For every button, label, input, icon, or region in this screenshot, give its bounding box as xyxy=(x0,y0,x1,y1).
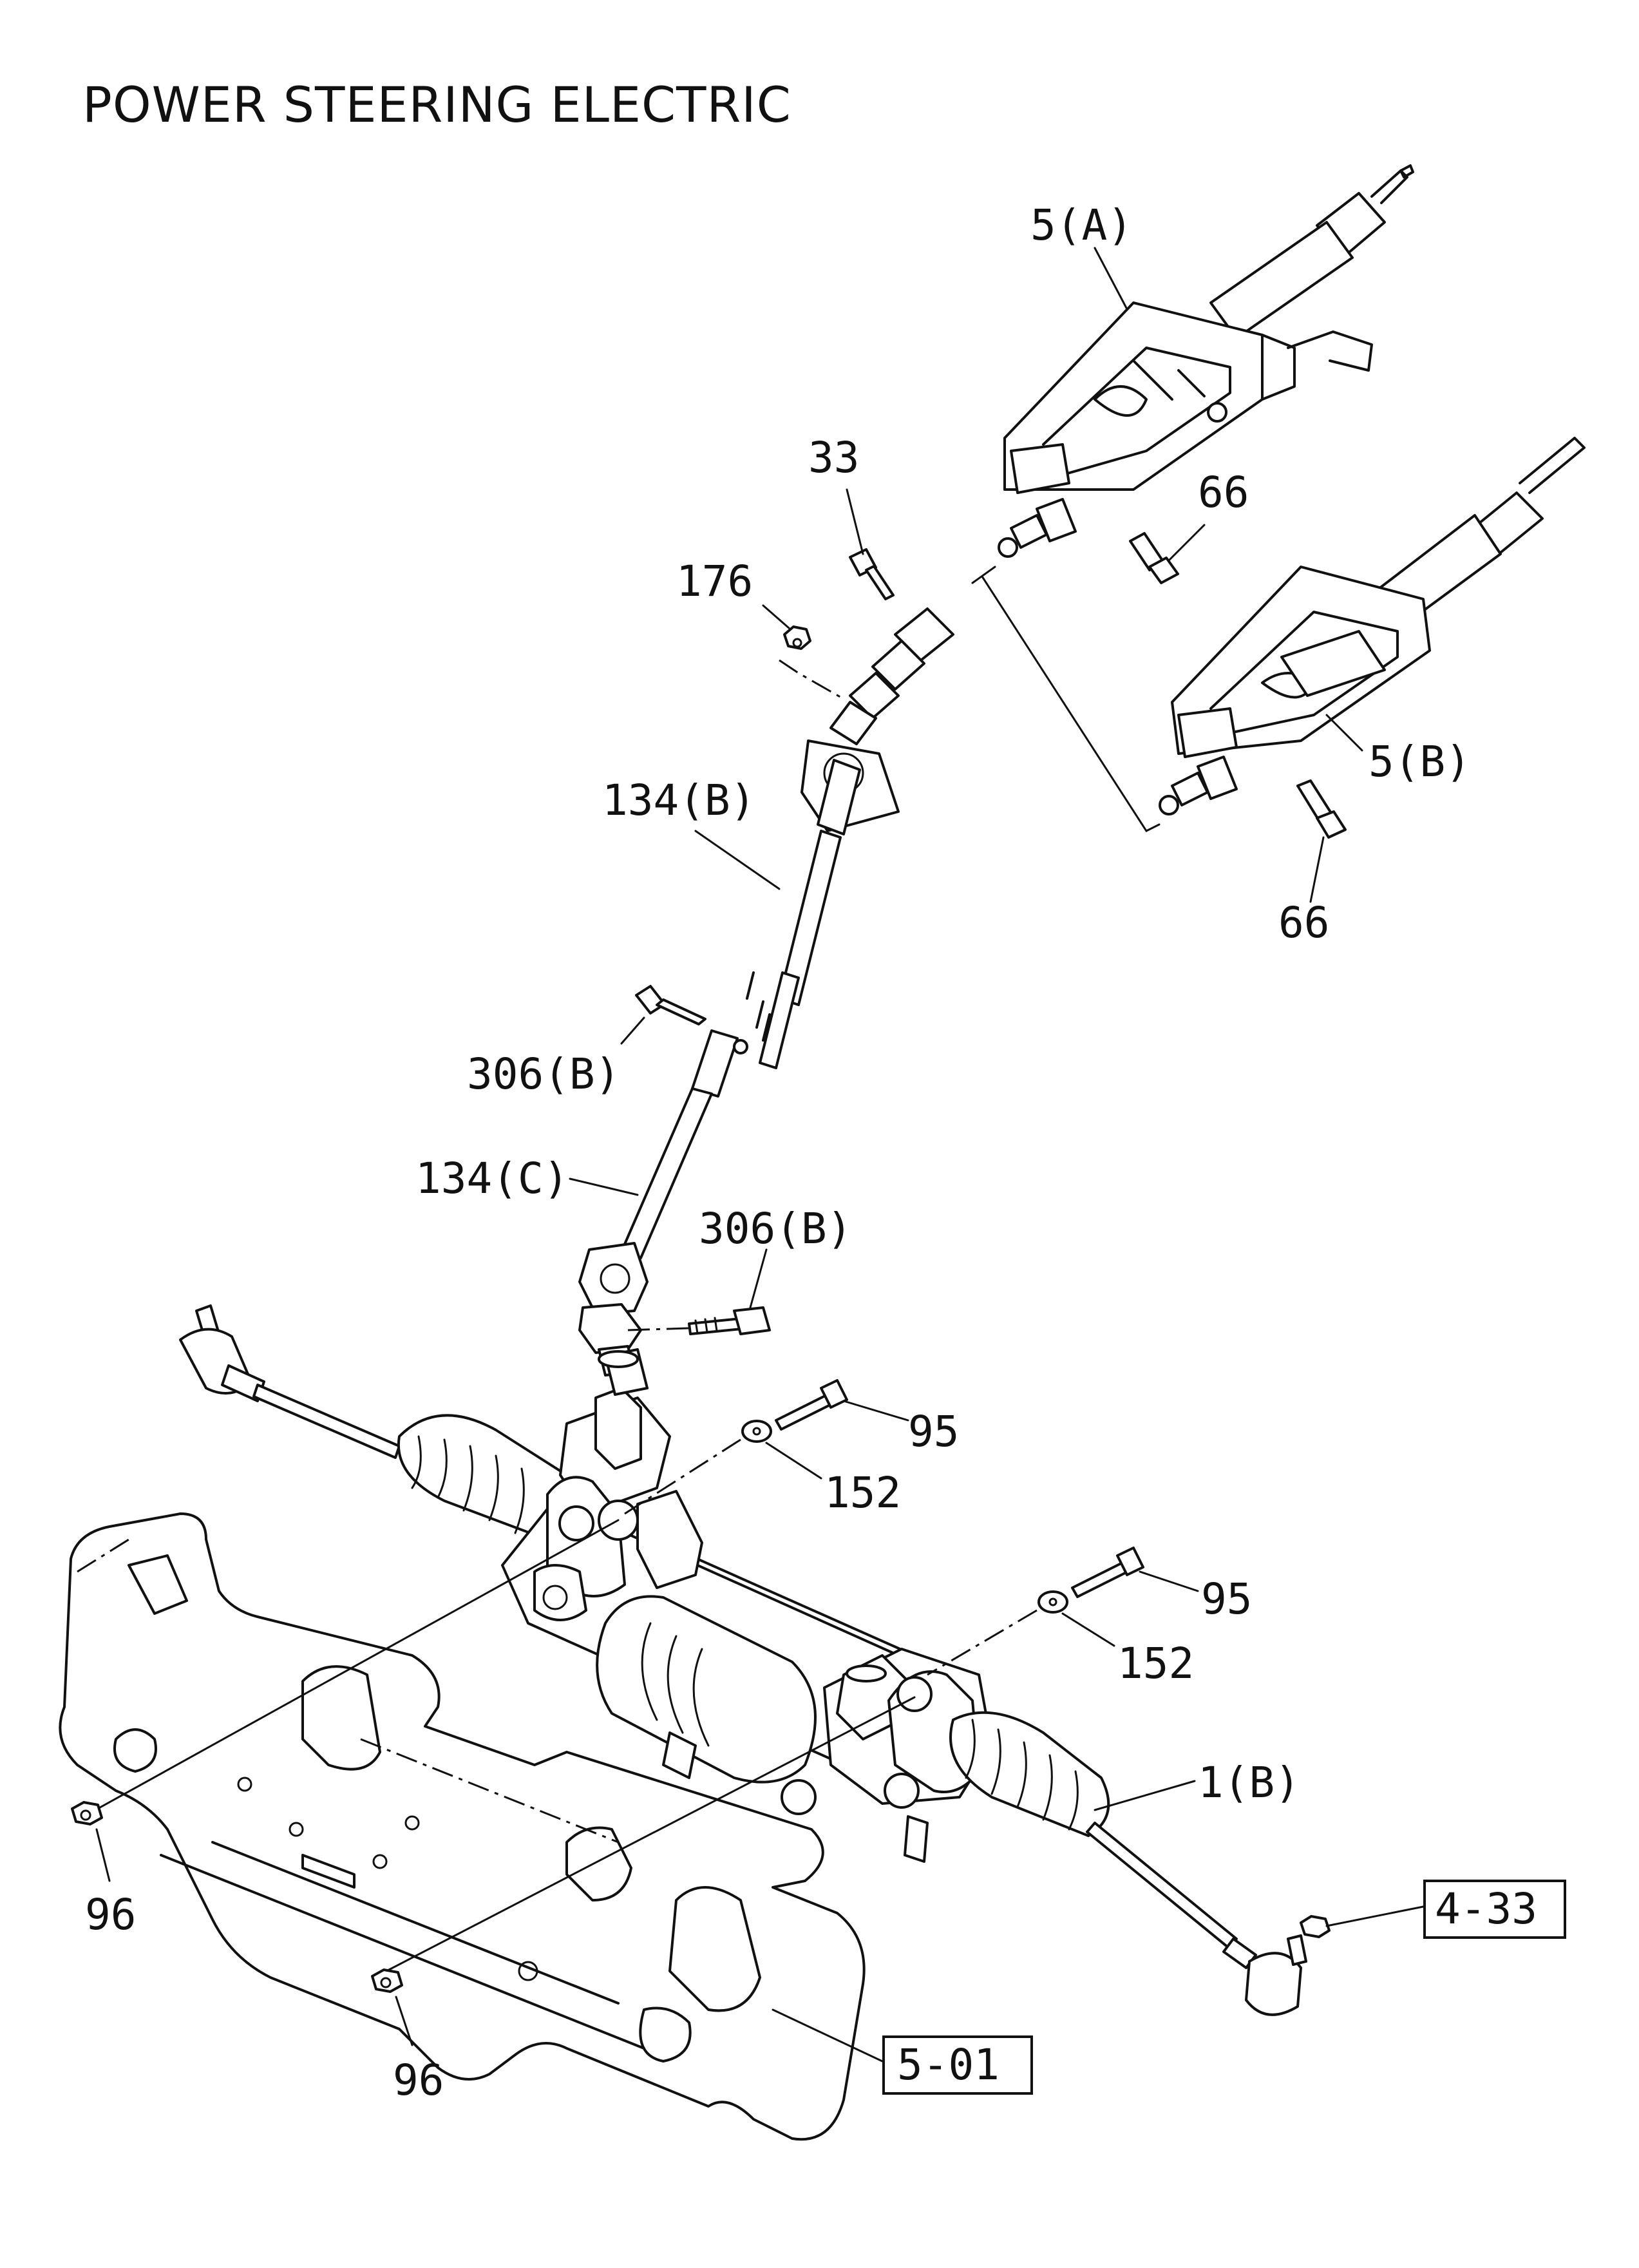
label-95-bottom: 95 xyxy=(1201,1574,1252,1624)
label-96-left: 96 xyxy=(85,1890,136,1939)
label-5b: 5(B) xyxy=(1369,737,1471,786)
page-title: POWER STEERING ELECTRIC xyxy=(82,76,791,133)
label-306b-bottom: 306(B) xyxy=(699,1204,852,1253)
bolt-306b-bottom[interactable] xyxy=(688,1306,771,1335)
label-152-bottom: 152 xyxy=(1117,1639,1194,1688)
bolt-95-top[interactable] xyxy=(775,1379,848,1431)
bolt-66-top[interactable] xyxy=(1129,532,1179,584)
label-1b: 1(B) xyxy=(1198,1758,1300,1807)
bolt-66-bottom[interactable] xyxy=(1296,779,1347,839)
label-66-top: 66 xyxy=(1198,468,1249,517)
ref-label-5-01: 5-01 xyxy=(897,2040,1000,2090)
front-crossmember[interactable] xyxy=(59,1512,866,2141)
label-95-top: 95 xyxy=(908,1407,959,1456)
bolt-306b-top[interactable] xyxy=(635,985,706,1025)
steering-column-a[interactable] xyxy=(998,164,1414,558)
steering-gear-1b[interactable] xyxy=(179,1304,1307,2016)
label-176: 176 xyxy=(676,557,753,606)
steering-column-b[interactable] xyxy=(1159,437,1586,815)
nut-176[interactable] xyxy=(783,625,811,650)
label-5a: 5(A) xyxy=(1030,200,1133,250)
ref-box-4-33[interactable]: 4-33 xyxy=(1423,1880,1566,1939)
bolt-33[interactable] xyxy=(849,548,895,600)
ref-label-4-33: 4-33 xyxy=(1435,1884,1537,1934)
nut-96-bottom[interactable] xyxy=(371,1968,403,1993)
label-96-bottom: 96 xyxy=(393,2055,444,2105)
nut-96-left[interactable] xyxy=(71,1801,103,1825)
washer-152-bottom[interactable] xyxy=(1037,1590,1068,1614)
label-33: 33 xyxy=(808,433,859,482)
label-134c: 134(C) xyxy=(415,1154,569,1203)
bolt-95-bottom[interactable] xyxy=(1071,1547,1144,1598)
label-306b-top: 306(B) xyxy=(467,1049,620,1099)
nut-tie-rod[interactable] xyxy=(1300,1915,1331,1938)
intermediate-shaft-134b[interactable] xyxy=(746,607,954,1069)
label-66-bottom: 66 xyxy=(1278,898,1329,948)
washer-152-top[interactable] xyxy=(741,1420,772,1443)
label-134b: 134(B) xyxy=(602,776,755,825)
ref-box-5-01[interactable]: 5-01 xyxy=(882,2035,1033,2095)
label-152-top: 152 xyxy=(824,1468,901,1518)
